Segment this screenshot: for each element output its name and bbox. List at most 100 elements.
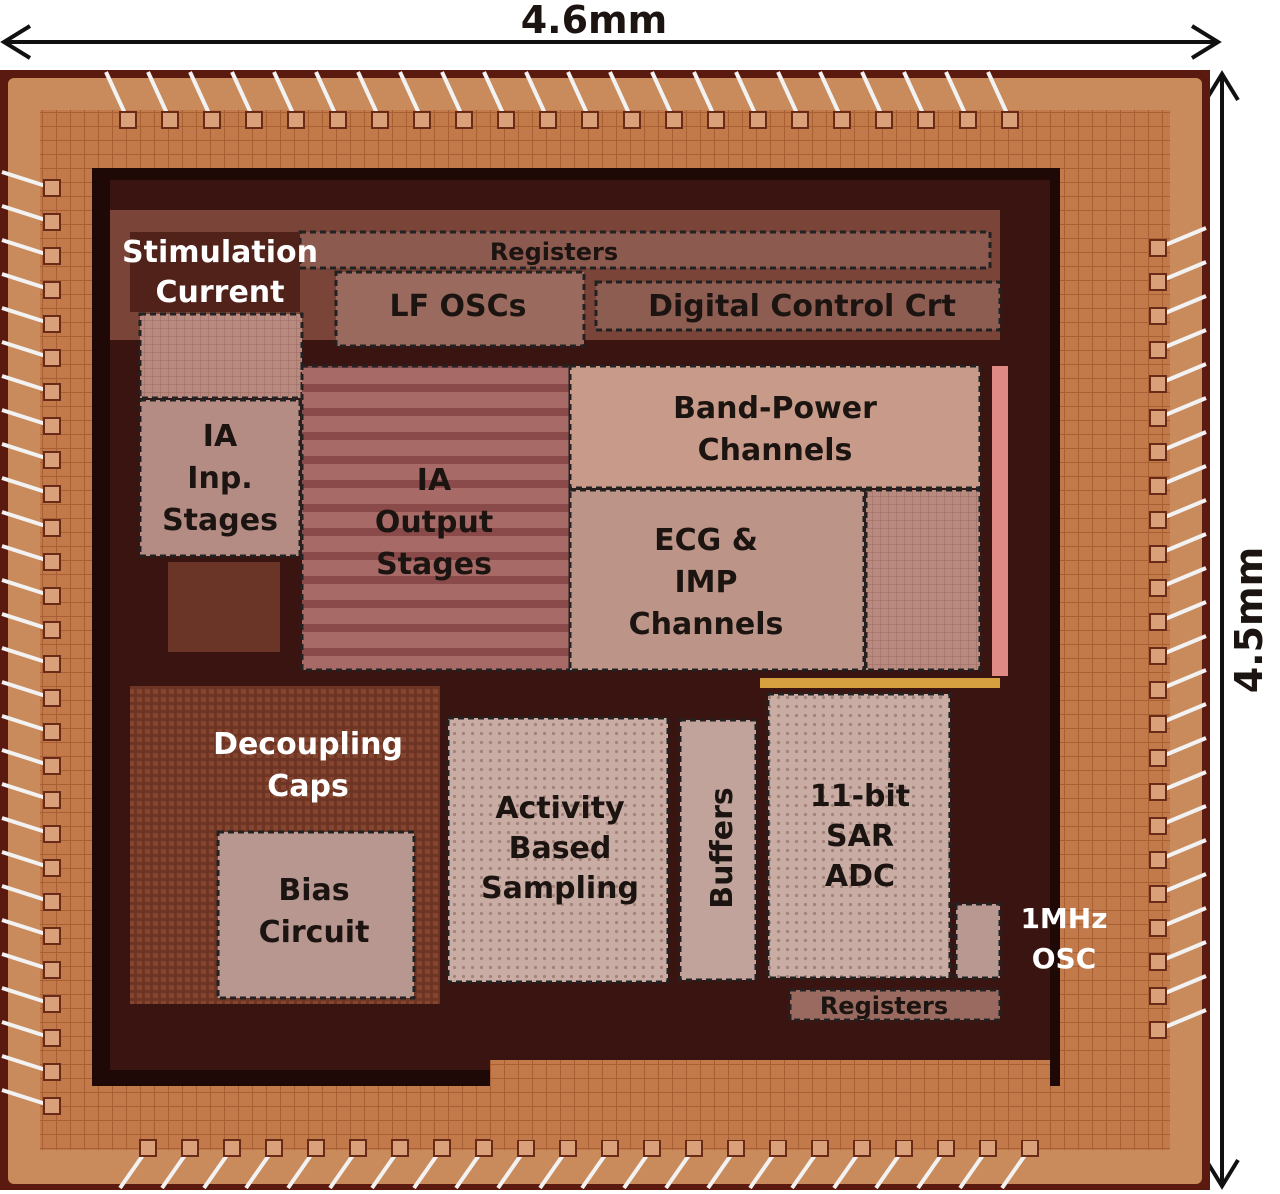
bond-pad [1149, 477, 1167, 495]
bond-pad [43, 179, 61, 197]
bond-pad [43, 213, 61, 231]
bond-pad [139, 1139, 157, 1157]
bond-pad [539, 111, 557, 129]
band-power-label-1: Band-Power [673, 391, 877, 426]
block-labels: Stimulation Current Registers LF OSCs Di… [122, 235, 1108, 1020]
ia-output-label-3: Stages [376, 547, 492, 582]
osc-1mhz-label-1: 1MHz [1020, 902, 1107, 935]
bond-pad [1149, 511, 1167, 529]
sar-adc-block [766, 692, 952, 980]
bond-pad [43, 247, 61, 265]
registers-bottom-block [788, 988, 1002, 1022]
ia-inp-label-1: IA [203, 419, 238, 454]
ia-inp-stages-block [138, 398, 302, 558]
height-dimension-arrow [1204, 70, 1240, 1190]
bond-pad [937, 1139, 955, 1157]
registers-bottom-label: Registers [820, 992, 948, 1020]
bond-pad [43, 553, 61, 571]
bond-pad [1001, 111, 1019, 129]
bond-pad [1149, 987, 1167, 1005]
bond-pad [1149, 647, 1167, 665]
bond-pad [287, 111, 305, 129]
bond-pad [455, 111, 473, 129]
bond-pad [1149, 613, 1167, 631]
osc-1mhz-block [954, 902, 1002, 980]
bond-pad [43, 1063, 61, 1081]
bond-pad [1149, 851, 1167, 869]
bond-pad [43, 621, 61, 639]
bond-pad [1149, 817, 1167, 835]
bond-pad [43, 1097, 61, 1115]
bond-pad [43, 485, 61, 503]
height-label: 4.5mm [1227, 547, 1271, 694]
bias-circuit-block [216, 830, 416, 1000]
bond-pad [223, 1139, 241, 1157]
bond-pad [1149, 919, 1167, 937]
bond-pad [517, 1139, 535, 1157]
buffers-label: Buffers [705, 787, 740, 909]
bond-pad [1149, 375, 1167, 393]
bond-pad [43, 961, 61, 979]
activity-sampling-label-2: Based [509, 831, 612, 866]
lf-oscs-block [334, 270, 586, 348]
ia-output-label-1: IA [417, 463, 452, 498]
bond-pad [601, 1139, 619, 1157]
ecg-imp-block [568, 488, 866, 672]
decoupling-caps-label-1: Decoupling [213, 727, 403, 762]
bond-pad [43, 417, 61, 435]
bond-pad [1149, 953, 1167, 971]
bond-pad [917, 111, 935, 129]
ecg-side-block [864, 488, 982, 672]
bond-pad [265, 1139, 283, 1157]
bond-pad [43, 791, 61, 809]
bond-pad [749, 111, 767, 129]
bond-pad [895, 1139, 913, 1157]
bond-pad [43, 723, 61, 741]
bond-pad [371, 111, 389, 129]
bond-pad [643, 1139, 661, 1157]
bond-pad [1149, 545, 1167, 563]
gold-bus [760, 678, 1000, 688]
bond-pad [203, 111, 221, 129]
bond-pad [391, 1139, 409, 1157]
bond-pad [979, 1139, 997, 1157]
bond-pad [685, 1139, 703, 1157]
sar-adc-label-3: ADC [825, 859, 895, 894]
bond-pad [43, 519, 61, 537]
bond-pad [43, 451, 61, 469]
activity-sampling-block [446, 716, 670, 984]
stim-circuit-block [138, 312, 304, 400]
stimulation-current-label-2: Current [155, 275, 284, 310]
ecg-imp-label-3: Channels [629, 607, 784, 642]
sar-adc-label-1: 11-bit [810, 779, 910, 814]
bond-pad [43, 1029, 61, 1047]
bond-pad [1149, 681, 1167, 699]
bond-pad [497, 111, 515, 129]
bond-pad [727, 1139, 745, 1157]
digital-control-block [594, 280, 1002, 332]
bond-pad [811, 1139, 829, 1157]
bond-pad [1021, 1139, 1039, 1157]
activity-sampling-label-3: Sampling [481, 871, 639, 906]
band-power-block [568, 364, 982, 490]
stimulation-current-label-1: Stimulation [122, 235, 318, 270]
bond-pad [307, 1139, 325, 1157]
bond-pad [43, 859, 61, 877]
bond-pad [1149, 273, 1167, 291]
bond-pad [1149, 749, 1167, 767]
bond-pad [349, 1139, 367, 1157]
bond-pad [1149, 579, 1167, 597]
stimulation-current-block [130, 232, 300, 312]
bond-pad [1149, 1021, 1167, 1039]
bond-pad [413, 111, 431, 129]
bond-pad [43, 315, 61, 333]
registers-top-block [298, 230, 992, 270]
bond-pad [43, 757, 61, 775]
bias-circuit-label-2: Circuit [259, 915, 370, 950]
bond-pad [1149, 307, 1167, 325]
bond-pad [181, 1139, 199, 1157]
bond-pad [43, 689, 61, 707]
sar-adc-label-2: SAR [826, 819, 894, 854]
